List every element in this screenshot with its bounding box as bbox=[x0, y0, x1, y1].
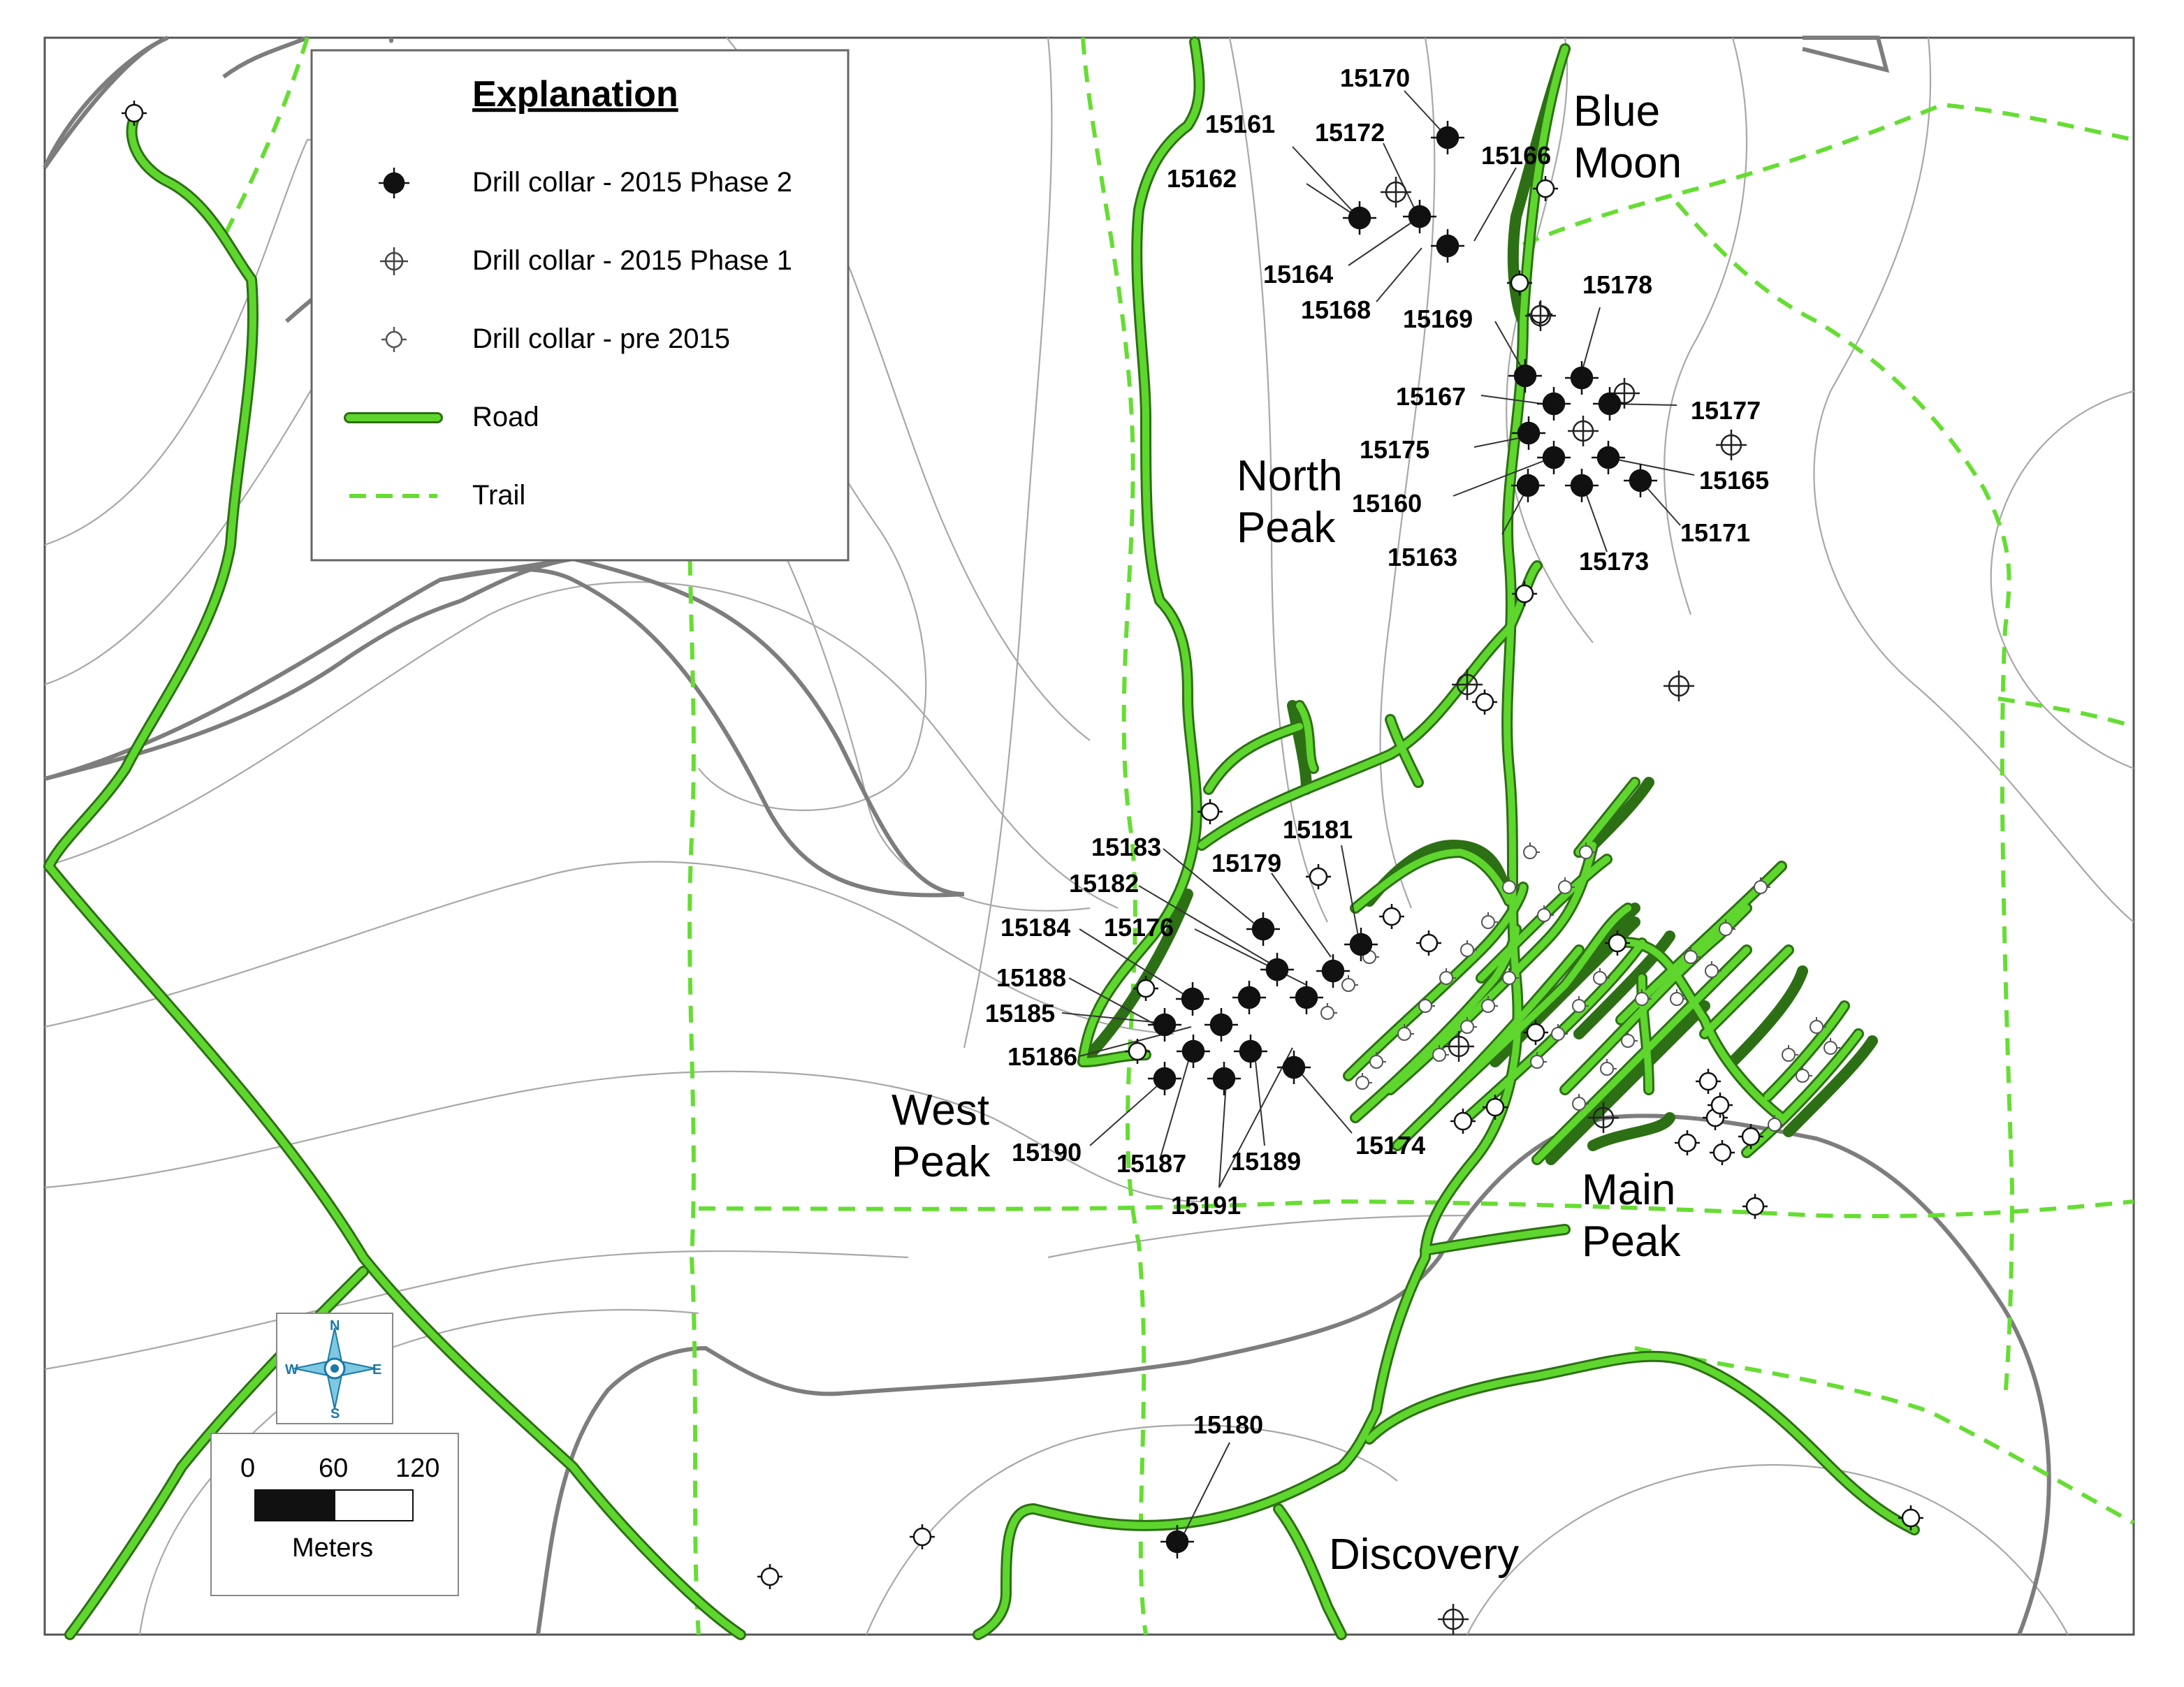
place-north-peak-line2: Peak bbox=[1237, 504, 1336, 552]
scale-tick-60: 60 bbox=[319, 1454, 348, 1483]
compass-n-label: N bbox=[330, 1318, 340, 1334]
place-north-peak-line1: North bbox=[1237, 452, 1343, 500]
pre2015-collars bbox=[122, 101, 1923, 1589]
pre2015-collars-small bbox=[1320, 842, 1840, 1132]
drill-label-15186: 15186 bbox=[1007, 1042, 1077, 1071]
drill-label-15185: 15185 bbox=[985, 999, 1055, 1028]
ridge-lines bbox=[43, 36, 2051, 1636]
drill-label-15171: 15171 bbox=[1680, 518, 1750, 547]
place-discovery: Discovery bbox=[1329, 1531, 1519, 1579]
legend-symbol-phase1 bbox=[380, 247, 408, 275]
place-main-peak-line1: Main bbox=[1582, 1166, 1675, 1214]
drill-label-15180: 15180 bbox=[1193, 1410, 1263, 1439]
legend-label-road: Road bbox=[472, 402, 539, 432]
drill-label-15191: 15191 bbox=[1171, 1191, 1241, 1220]
compass-e-label: E bbox=[372, 1362, 381, 1378]
drill-label-15161: 15161 bbox=[1205, 110, 1275, 138]
place-west-peak-line1: West bbox=[891, 1086, 989, 1134]
ridge-lines-top bbox=[222, 36, 1890, 79]
drill-label-15174: 15174 bbox=[1355, 1131, 1425, 1160]
drill-label-15175: 15175 bbox=[1360, 435, 1429, 464]
drill-label-15183: 15183 bbox=[1091, 833, 1161, 861]
legend-label-pre2015: Drill collar - pre 2015 bbox=[472, 323, 730, 354]
place-blue-moon-line2: Moon bbox=[1573, 139, 1682, 187]
drill-label-15179: 15179 bbox=[1211, 849, 1281, 877]
scale-segment-white bbox=[334, 1489, 414, 1521]
legend-symbol-phase2 bbox=[379, 168, 409, 198]
place-names: Blue Moon North Peak West Peak Main Peak… bbox=[891, 87, 1682, 1579]
drill-label-15165: 15165 bbox=[1699, 466, 1769, 495]
drill-label-15184: 15184 bbox=[1000, 913, 1070, 942]
phase1-collars bbox=[1381, 177, 1747, 1635]
drill-label-15173: 15173 bbox=[1579, 547, 1649, 576]
drill-label-15189: 15189 bbox=[1231, 1147, 1301, 1176]
drill-label-15169: 15169 bbox=[1403, 305, 1473, 333]
scale-tick-0: 0 bbox=[240, 1454, 255, 1483]
scale-tick-120: 120 bbox=[395, 1454, 439, 1483]
north-arrow: N S E W bbox=[276, 1313, 393, 1424]
legend-symbol-pre2015 bbox=[381, 327, 407, 352]
drill-label-15187: 15187 bbox=[1116, 1149, 1186, 1178]
drill-label-15188: 15188 bbox=[996, 963, 1066, 992]
scale-segment-black bbox=[254, 1489, 335, 1521]
drill-label-15162: 15162 bbox=[1167, 164, 1237, 193]
drill-labels: 15170 15161 15172 15166 15162 15164 1516… bbox=[985, 64, 1769, 1439]
drill-label-15170: 15170 bbox=[1340, 64, 1410, 92]
phase2-collars bbox=[1148, 121, 1657, 1558]
compass-s-label: S bbox=[330, 1406, 340, 1422]
scale-unit: Meters bbox=[292, 1533, 373, 1563]
drill-label-15160: 15160 bbox=[1352, 489, 1422, 518]
legend-frame bbox=[310, 49, 850, 562]
place-west-peak-line2: Peak bbox=[891, 1138, 991, 1186]
legend-label-phase2: Drill collar - 2015 Phase 2 bbox=[472, 167, 792, 198]
place-blue-moon-line1: Blue bbox=[1573, 87, 1660, 136]
drill-label-15178: 15178 bbox=[1582, 270, 1652, 299]
drill-label-15168: 15168 bbox=[1301, 295, 1371, 324]
drill-label-15164: 15164 bbox=[1263, 260, 1333, 289]
drill-label-15182: 15182 bbox=[1069, 869, 1139, 898]
drill-label-15181: 15181 bbox=[1283, 815, 1353, 844]
drill-label-15190: 15190 bbox=[1012, 1138, 1082, 1167]
compass-w-label: W bbox=[285, 1362, 298, 1378]
drill-label-15167: 15167 bbox=[1396, 382, 1466, 411]
drill-label-15176: 15176 bbox=[1104, 913, 1174, 942]
place-main-peak-line2: Peak bbox=[1582, 1218, 1681, 1266]
trails bbox=[221, 37, 2135, 1635]
legend: Explanation Drill collar - 2015 Phase 2 … bbox=[310, 49, 850, 562]
drill-label-15177: 15177 bbox=[1691, 396, 1761, 425]
legend-label-phase1: Drill collar - 2015 Phase 1 bbox=[472, 245, 792, 276]
drill-label-15163: 15163 bbox=[1388, 543, 1457, 571]
legend-label-trail: Trail bbox=[472, 480, 525, 511]
scale-bar: 0 60 120 Meters bbox=[210, 1433, 459, 1596]
legend-title: Explanation bbox=[472, 74, 678, 115]
drill-label-15166: 15166 bbox=[1481, 141, 1551, 170]
contour-lines bbox=[44, 37, 2134, 1635]
drill-label-15172: 15172 bbox=[1315, 118, 1385, 147]
